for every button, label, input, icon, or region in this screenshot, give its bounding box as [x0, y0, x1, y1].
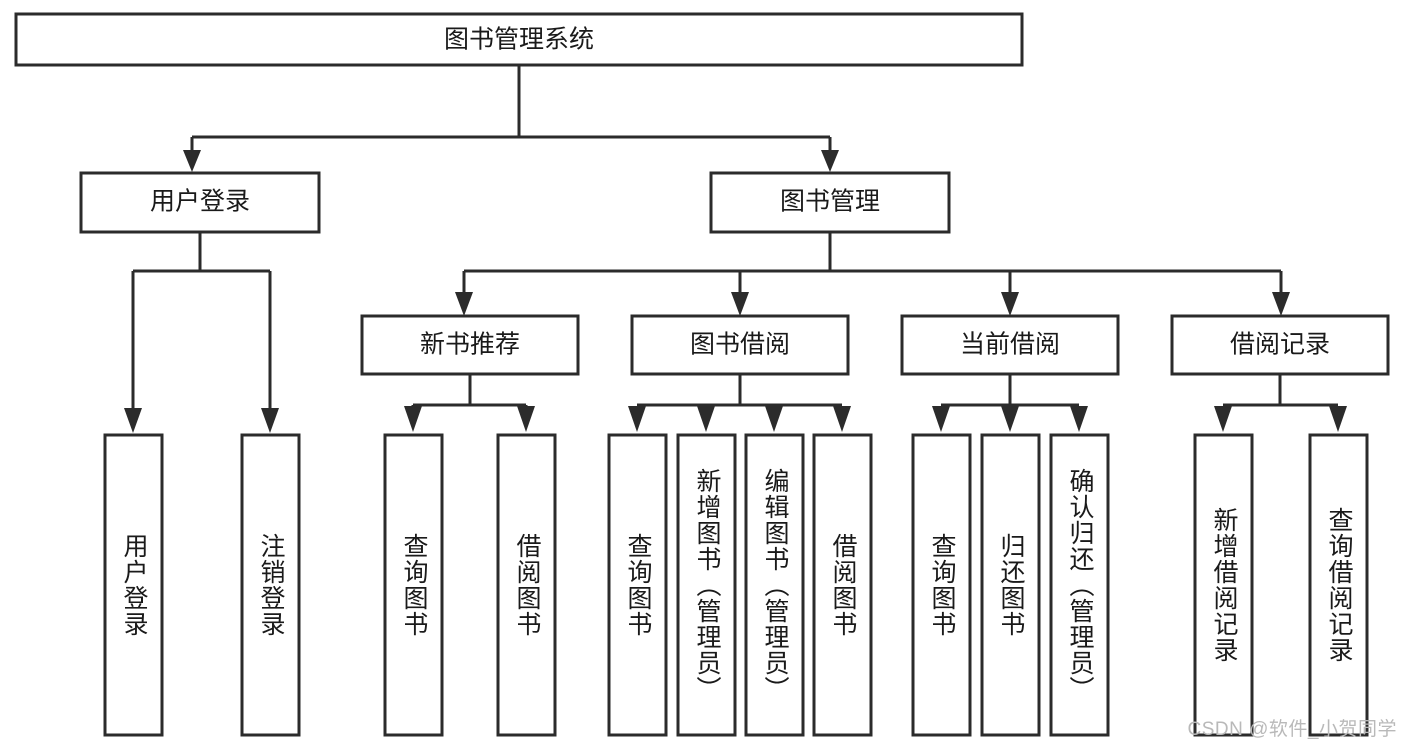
arrow-leaf-add-book [697, 406, 715, 432]
arrow-leaf-borrow-book-1 [517, 406, 535, 432]
connector-layer [124, 65, 1347, 433]
arrow-leaf-user-login [124, 408, 142, 433]
node-rect-current-borrow [900, 314, 1120, 376]
node-rect-leaf-borrow-book-1[interactable] [496, 433, 557, 737]
node-rect-new-book-recommend [360, 314, 580, 376]
arrow-leaf-logout [261, 408, 279, 433]
arrow-to-book-management [821, 150, 839, 172]
node-rect-leaf-borrow-book-2[interactable] [812, 433, 873, 737]
arrow-to-current-borrow [1001, 292, 1019, 316]
node-rect-leaf-query-book-2[interactable] [607, 433, 668, 737]
csdn-watermark: CSDN @软件_小贺同学 [1187, 719, 1397, 740]
node-rect-user-login [79, 171, 321, 234]
node-rect-leaf-query-book-3[interactable] [911, 433, 972, 737]
arrow-to-book-borrow [731, 292, 749, 316]
node-rect-leaf-logout[interactable] [240, 433, 301, 737]
arrow-leaf-query-book-2 [628, 406, 646, 432]
node-borrow-record[interactable]: 借阅记录 [1170, 314, 1390, 376]
node-label-borrow-record: 借阅记录 [1230, 331, 1330, 359]
arrow-leaf-query-book-3 [932, 406, 950, 432]
node-rect-leaf-user-login[interactable] [103, 433, 164, 737]
node-rect-root [14, 12, 1024, 67]
node-rect-leaf-confirm-return[interactable] [1049, 433, 1110, 737]
node-label-new-book-recommend: 新书推荐 [420, 331, 520, 359]
node-label-user-login: 用户登录 [150, 188, 250, 216]
node-current-borrow[interactable]: 当前借阅 [900, 314, 1120, 376]
node-rect-leaf-query-book-1[interactable] [383, 433, 444, 737]
node-label-book-management: 图书管理 [780, 188, 880, 216]
node-book-management-system[interactable]: 图书管理系统 [14, 12, 1024, 67]
node-book-management[interactable]: 图书管理 [709, 171, 951, 234]
node-rect-borrow-record [1170, 314, 1390, 376]
node-label-current-borrow: 当前借阅 [960, 331, 1060, 359]
leaf-box-layer [103, 433, 1369, 737]
arrow-leaf-edit-book [765, 406, 783, 432]
arrow-leaf-query-book-1 [404, 406, 422, 432]
node-label-book-borrow: 图书借阅 [690, 331, 790, 359]
arrow-to-new-book-recommend [455, 292, 473, 316]
arrow-leaf-return-book [1001, 406, 1019, 432]
arrow-leaf-borrow-book-2 [833, 406, 851, 432]
node-rect-leaf-edit-book[interactable] [744, 433, 805, 737]
node-label-root: 图书管理系统 [444, 26, 594, 54]
node-rect-book-management [709, 171, 951, 234]
node-rect-leaf-return-book[interactable] [980, 433, 1041, 737]
node-rect-leaf-add-book[interactable] [676, 433, 737, 737]
arrow-leaf-query-record [1329, 406, 1347, 432]
arrow-leaf-add-record [1214, 406, 1232, 432]
node-rect-book-borrow [630, 314, 850, 376]
node-user-login[interactable]: 用户登录 [79, 171, 321, 234]
arrow-leaf-confirm-return [1070, 406, 1088, 432]
arrow-to-user-login [183, 150, 201, 172]
node-rect-leaf-add-record[interactable] [1193, 433, 1254, 737]
node-rect-leaf-query-record[interactable] [1308, 433, 1369, 737]
node-new-book-recommend[interactable]: 新书推荐 [360, 314, 580, 376]
node-book-borrow[interactable]: 图书借阅 [630, 314, 850, 376]
arrow-to-borrow-record [1272, 292, 1290, 316]
